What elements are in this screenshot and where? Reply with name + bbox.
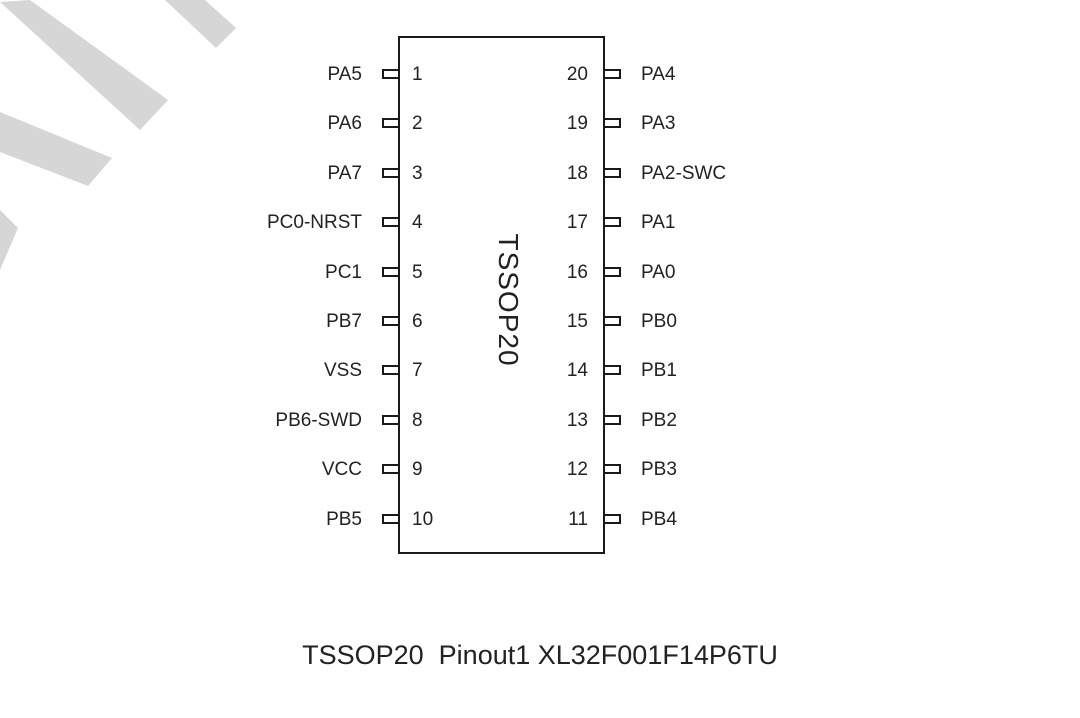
pin-number: 16: [566, 261, 588, 283]
pin-number: 14: [566, 360, 588, 382]
pin-row: PB0 15: [567, 307, 805, 337]
pin-lead: [605, 513, 621, 524]
pin-row: PC0-NRST 4: [200, 208, 423, 238]
pin-number: 6: [412, 311, 423, 332]
pin-number: 8: [412, 409, 423, 431]
pin-lead: [382, 167, 398, 178]
pin-row: PC1 5: [200, 258, 423, 288]
package-label: TSSOP20: [493, 233, 524, 367]
pin-lead: [382, 69, 398, 79]
pin-row: PB1 14: [567, 356, 805, 386]
pin-name: PA2-SWC: [641, 162, 727, 184]
pin-name: PC1: [325, 261, 362, 283]
pin-name: PB0: [641, 311, 677, 332]
pin-row: PA4 20: [567, 60, 805, 90]
pin-name: PA1: [641, 212, 676, 234]
pin-name: PB5: [326, 508, 362, 530]
pin-row: PA6 2: [200, 109, 422, 139]
pin-lead: [382, 365, 398, 376]
pin-lead: [605, 414, 621, 425]
pin-lead: [382, 464, 398, 475]
pin-lead: [605, 217, 621, 228]
pin-row: PA7 3: [200, 159, 422, 189]
pin-number: 4: [412, 212, 423, 234]
pin-number: 17: [566, 212, 588, 234]
pin-lead: [382, 316, 398, 326]
pin-row: VCC 9: [200, 455, 423, 485]
pin-lead: [382, 414, 398, 425]
pin-number: 20: [566, 64, 588, 85]
pin-number: 11: [568, 508, 588, 530]
pin-number: 19: [566, 113, 588, 135]
pin-name: PA7: [327, 162, 362, 184]
pin-lead: [605, 167, 621, 178]
pin-row: PA3 19: [567, 109, 805, 139]
pin-row: PB4 11: [568, 505, 805, 535]
pin-number: 10: [412, 508, 434, 530]
pin-name: PA3: [641, 113, 676, 135]
pin-row: PA5 1: [200, 60, 422, 90]
pin-number: 12: [566, 459, 588, 481]
pin-row: PA0 16: [567, 258, 805, 288]
pin-number: 7: [412, 360, 423, 382]
pin-number: 1: [412, 64, 423, 85]
pin-row: PA2-SWC 18: [567, 159, 805, 189]
pin-name: PA6: [327, 113, 362, 135]
pin-number: 13: [566, 409, 588, 431]
pin-number: 2: [412, 113, 423, 135]
pin-name: PB1: [641, 360, 677, 382]
pin-name: PA5: [327, 64, 362, 85]
pin-number: 9: [412, 459, 423, 481]
pin-number: 3: [412, 162, 423, 184]
pin-row: PB3 12: [567, 455, 805, 485]
pin-lead: [605, 266, 621, 277]
pin-name: PB4: [641, 508, 677, 530]
pin-lead: [605, 118, 621, 129]
pin-number: 5: [412, 261, 423, 283]
pin-name: PA0: [641, 261, 676, 283]
pin-row: PB7 6: [200, 307, 423, 337]
pin-name: PB3: [641, 459, 677, 481]
watermark-stripes: [0, 0, 236, 270]
pin-row: PA1 17: [567, 208, 805, 238]
pin-lead: [605, 464, 621, 475]
pin-lead: [605, 365, 621, 376]
pin-lead: [382, 118, 398, 129]
pin-name: PB7: [326, 311, 362, 332]
pin-number: 18: [566, 162, 588, 184]
pin-name: PB2: [641, 409, 677, 431]
pin-row: PB5 10: [200, 505, 433, 535]
pin-row: VSS 7: [200, 356, 423, 386]
pin-name: PC0-NRST: [266, 212, 362, 234]
pin-lead: [382, 217, 398, 228]
pin-row: PB2 13: [567, 406, 805, 436]
pin-name: PA4: [641, 64, 676, 85]
pin-name: PB6-SWD: [275, 409, 362, 431]
pin-name: VCC: [321, 459, 362, 481]
pin-row: PB6-SWD 8: [200, 406, 422, 436]
pin-lead: [382, 513, 398, 524]
pin-lead: [382, 266, 398, 277]
chip-body: [398, 36, 605, 554]
diagram-caption: TSSOP20 Pinout1 XL32F001F14P6TU: [302, 640, 778, 670]
pin-lead: [605, 69, 621, 79]
pin-lead: [605, 316, 621, 326]
pin-number: 15: [566, 311, 588, 332]
pin-name: VSS: [323, 360, 362, 382]
